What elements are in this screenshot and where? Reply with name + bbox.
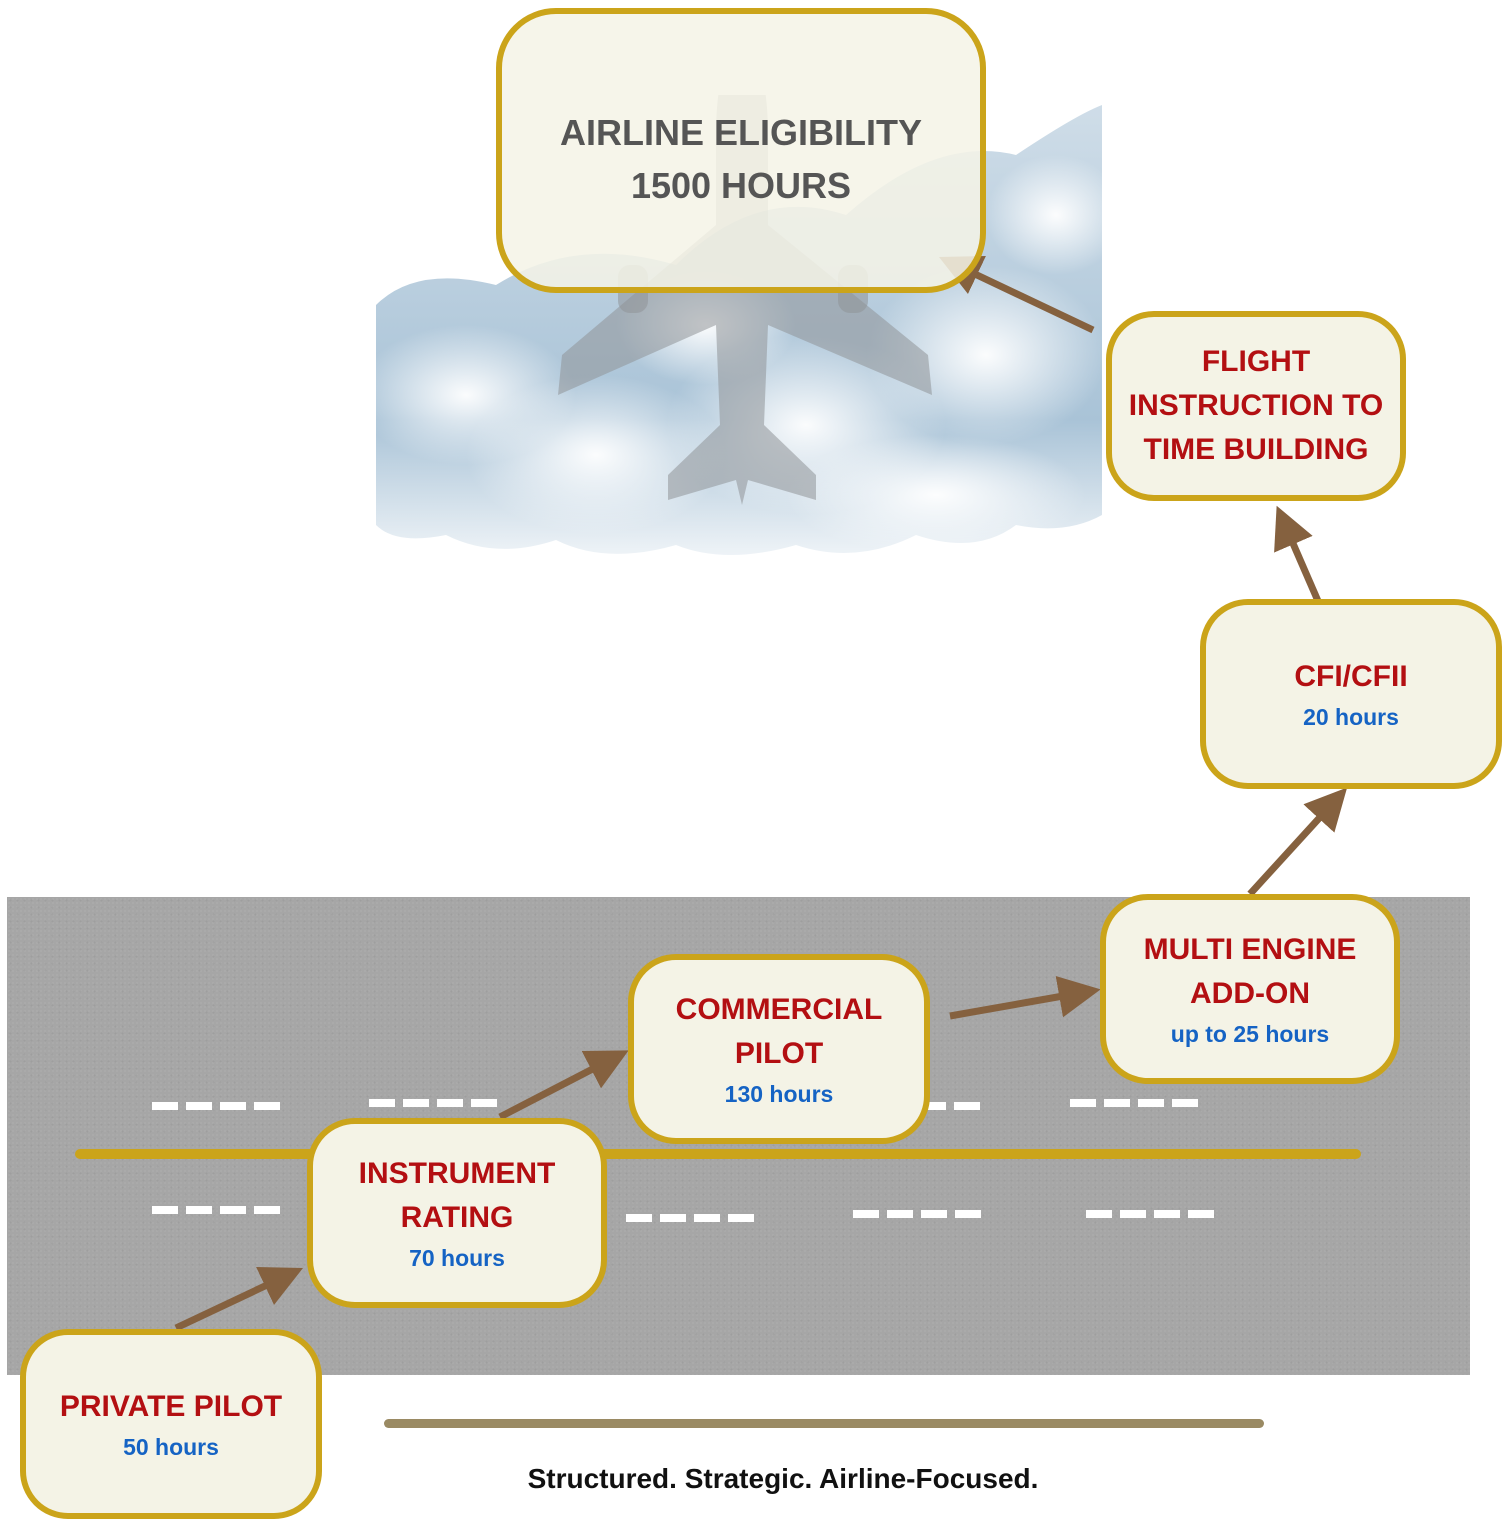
cfi-box: CFI/CFII 20 hours [1200, 599, 1502, 789]
flight-instruction-box: FLIGHT INSTRUCTION TO TIME BUILDING [1106, 311, 1406, 501]
airline-eligibility-box: AIRLINE ELIGIBILITY 1500 HOURS [496, 8, 986, 293]
instruction-title-line2: INSTRUCTION TO [1128, 389, 1384, 422]
multi-engine-box: MULTI ENGINE ADD-ON up to 25 hours [1100, 894, 1400, 1084]
commercial-hours: 130 hours [724, 1081, 834, 1107]
private-title: PRIVATE PILOT [59, 1390, 283, 1423]
instrument-hours: 70 hours [409, 1245, 505, 1271]
private-pilot-box: PRIVATE PILOT 50 hours [20, 1329, 322, 1519]
arrow-instrument-to-commercial [498, 1050, 629, 1121]
cfi-title: CFI/CFII [1294, 660, 1408, 693]
commercial-pilot-box: COMMERCIAL PILOT 130 hours [628, 954, 930, 1144]
arrow-commercial-to-multi [949, 975, 1101, 1020]
cfi-hours: 20 hours [1303, 704, 1399, 730]
multi-title-line2: ADD-ON [1190, 977, 1310, 1010]
goal-hours: 1500 HOURS [630, 165, 852, 206]
goal-title: AIRLINE ELIGIBILITY [559, 112, 922, 153]
tagline: Structured. Strategic. Airline-Focused. [527, 1463, 1039, 1494]
multi-title-line1: MULTI ENGINE [1143, 933, 1357, 966]
divider-line [384, 1419, 1264, 1428]
multi-hours: up to 25 hours [1170, 1021, 1330, 1047]
arrow-private-to-instrument [174, 1266, 303, 1332]
instrument-rating-box: INSTRUMENT RATING 70 hours [307, 1118, 607, 1308]
instrument-title-line1: INSTRUMENT [358, 1157, 556, 1190]
commercial-title-line1: COMMERCIAL [675, 993, 883, 1026]
arrow-cfi-to-instruction [1274, 505, 1322, 603]
private-hours: 50 hours [123, 1434, 219, 1460]
commercial-title-line2: PILOT [734, 1037, 824, 1070]
instrument-title-line2: RATING [400, 1201, 514, 1234]
instruction-title-line3: TIME BUILDING [1143, 433, 1369, 466]
instruction-title-line1: FLIGHT [1201, 345, 1311, 378]
arrow-multi-to-cfi [1247, 787, 1348, 897]
arrow-instruction-to-airline [939, 256, 1095, 334]
